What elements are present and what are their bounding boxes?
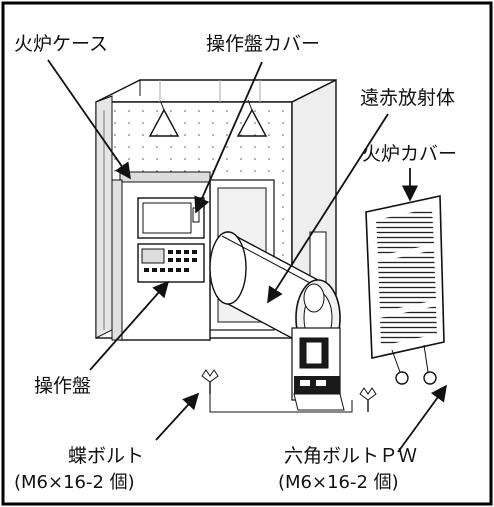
control-panel bbox=[137, 243, 205, 283]
furnace-cover bbox=[365, 195, 445, 385]
leader-arrows bbox=[47, 59, 447, 453]
label-far-infrared-radiator: 遠赤放射体 bbox=[360, 87, 455, 109]
label-hex-bolt: 六角ボルトＰＷ bbox=[284, 445, 417, 467]
label-wing-bolt-spec: (M6×16-2 個) bbox=[14, 472, 135, 493]
label-furnace-case: 火炉ケース bbox=[14, 33, 108, 55]
label-control-panel: 操作盤 bbox=[34, 375, 91, 397]
label-control-panel-cover: 操作盤カバー bbox=[206, 33, 320, 55]
burner-unit bbox=[291, 327, 345, 411]
wing-bolt-icon bbox=[201, 369, 377, 413]
label-wing-bolt: 蝶ボルト bbox=[68, 445, 144, 467]
label-hex-bolt-spec: (M6×16-2 個) bbox=[278, 472, 399, 493]
control-panel-cover bbox=[137, 197, 205, 239]
label-furnace-cover: 火炉カバー bbox=[362, 143, 457, 165]
